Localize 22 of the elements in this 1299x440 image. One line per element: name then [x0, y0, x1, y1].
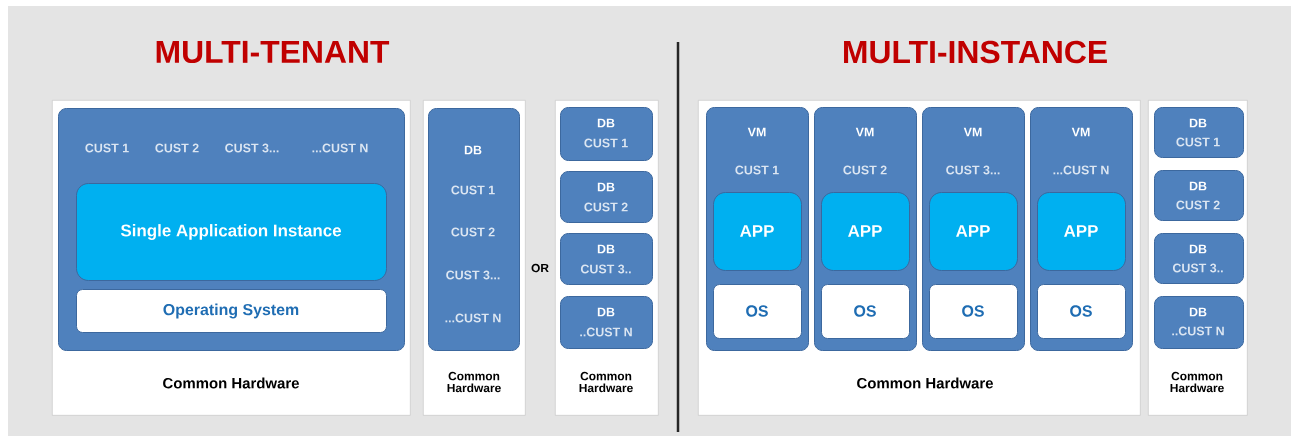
- os-box: OS: [821, 284, 910, 339]
- os-box: OS: [713, 284, 802, 339]
- os-box: Operating System: [76, 289, 387, 333]
- os-box: OS: [929, 284, 1018, 339]
- section-title: MULTI-TENANT: [156, 40, 390, 64]
- customer-box: DB CUST 2: [1154, 170, 1244, 221]
- customer-box: DB CUST 1 CUST 2 CUST 3... ...CUST N: [428, 108, 520, 351]
- customer-box: DB CUST 3..: [1154, 233, 1244, 284]
- customer-box: DB CUST 1: [1154, 107, 1244, 158]
- customer-box: DB CUST 3..: [560, 233, 653, 285]
- or-label: OR: [531, 263, 549, 273]
- application-box: APP: [713, 192, 802, 271]
- customer-box: DB CUST 2: [560, 171, 653, 223]
- os-box: OS: [1037, 284, 1126, 339]
- customer-box: DB ..CUST N: [1154, 296, 1244, 349]
- application-box: APP: [929, 192, 1018, 271]
- application-box: Single Application Instance: [76, 183, 387, 281]
- application-box: APP: [1037, 192, 1126, 271]
- application-box: APP: [821, 192, 910, 271]
- section-title: MULTI-INSTANCE: [844, 40, 1107, 64]
- customer-box: DB ..CUST N: [560, 296, 653, 349]
- customer-box: DB CUST 1: [560, 107, 653, 161]
